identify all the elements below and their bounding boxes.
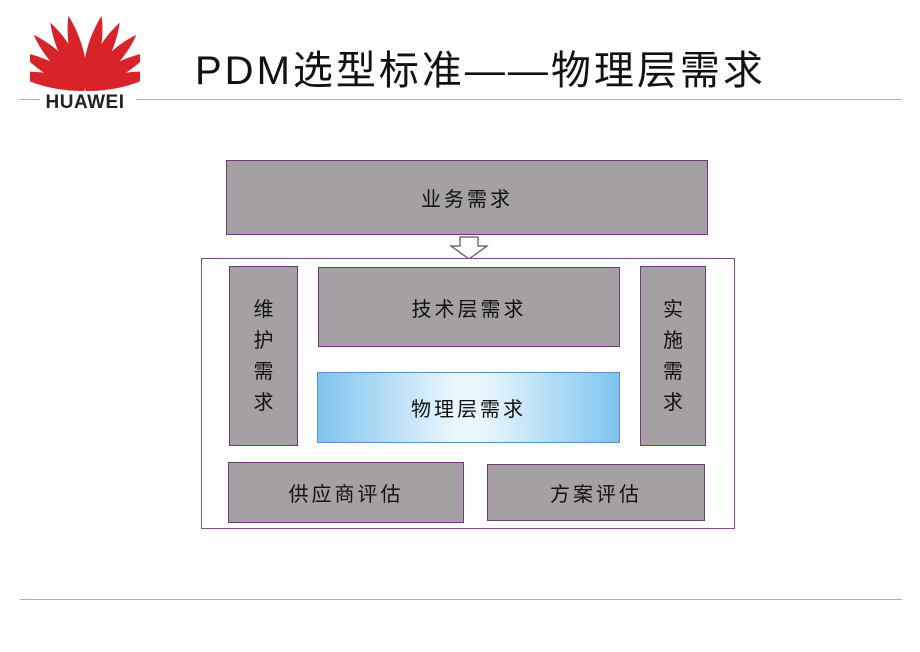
physical-layer-label: 物理层需求 [411, 397, 526, 421]
implementation-char-4: 求 [663, 390, 683, 414]
implementation-char-1: 实 [663, 297, 683, 321]
footer-rule [20, 599, 902, 600]
supplier-evaluation-box: 供应商评估 [228, 462, 464, 523]
header-rule-left [20, 99, 40, 100]
technical-layer-label: 技术层需求 [411, 296, 527, 321]
maintenance-char-4: 求 [253, 390, 274, 414]
business-requirements-box: 业务需求 [226, 160, 708, 235]
maintenance-char-2: 护 [253, 328, 274, 352]
physical-layer-box: 物理层需求 [317, 372, 620, 443]
business-requirements-label: 业务需求 [421, 187, 513, 211]
maintenance-requirements-box: 维 护 需 求 [229, 266, 298, 446]
maintenance-char-1: 维 [253, 297, 274, 321]
solution-evaluation-label: 方案评估 [550, 482, 642, 506]
huawei-logo: HUAWEI [30, 6, 140, 113]
maintenance-char-3: 需 [253, 359, 274, 383]
huawei-petals-logo-icon [30, 15, 140, 91]
header-rule [136, 99, 902, 100]
page-title: PDM选型标准——物理层需求 [195, 49, 766, 93]
implementation-char-2: 施 [663, 328, 683, 352]
supplier-evaluation-label: 供应商评估 [288, 482, 404, 506]
logo-text: HUAWEI [45, 92, 125, 113]
solution-evaluation-box: 方案评估 [487, 464, 705, 521]
implementation-char-3: 需 [663, 359, 683, 383]
down-arrow-icon [449, 236, 489, 260]
technical-layer-box: 技术层需求 [318, 267, 620, 347]
implementation-requirements-box: 实 施 需 求 [640, 266, 706, 446]
